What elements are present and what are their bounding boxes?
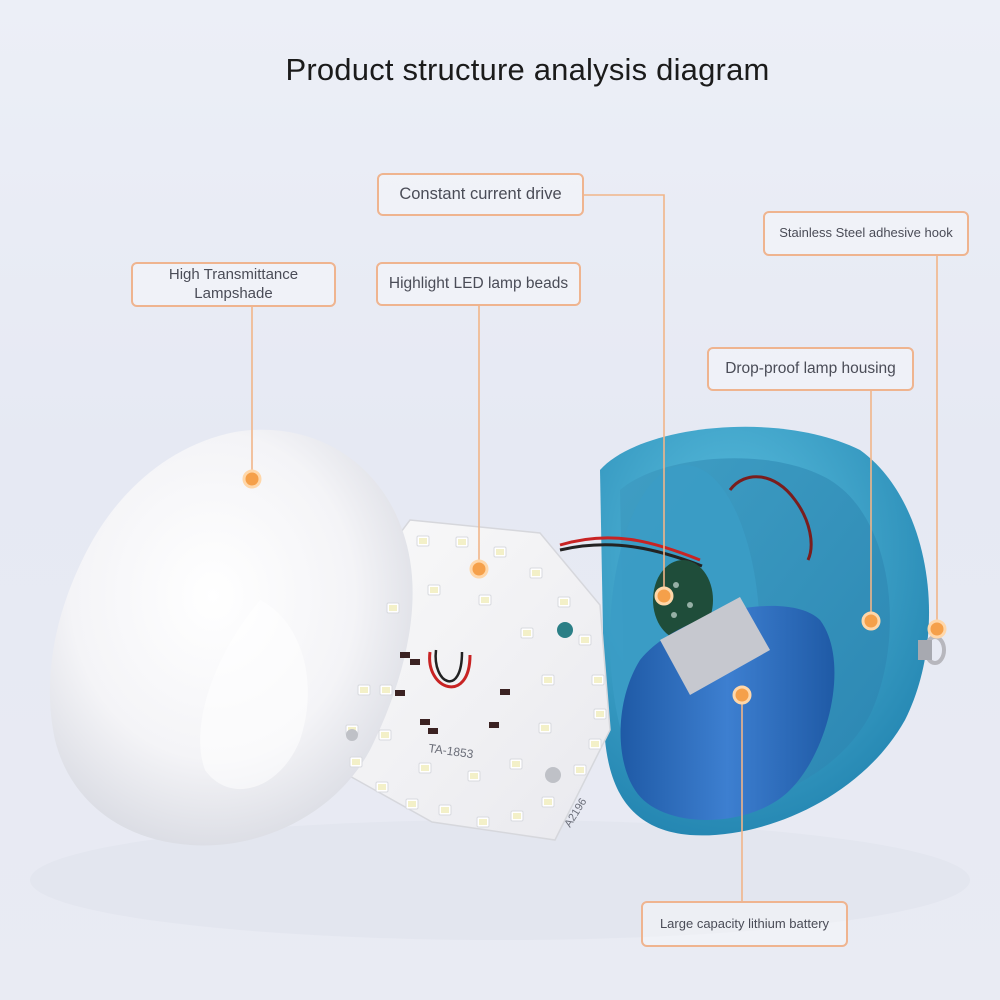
marker-housing bbox=[861, 611, 881, 631]
led-bead-core bbox=[382, 687, 390, 693]
board-hole bbox=[557, 622, 573, 638]
smd-resistor bbox=[400, 652, 410, 658]
led-bead-core bbox=[458, 539, 466, 545]
smd-resistor bbox=[420, 719, 430, 725]
smd-resistor bbox=[428, 728, 438, 734]
led-bead-core bbox=[389, 605, 397, 611]
steel-hook bbox=[918, 635, 946, 665]
led-bead-core bbox=[408, 801, 416, 807]
led-bead-core bbox=[479, 819, 487, 825]
callout-lithium-battery: Large capacity lithium battery bbox=[641, 901, 848, 947]
board-wire-black bbox=[434, 649, 464, 683]
callout-stainless-hook: Stainless Steel adhesive hook bbox=[763, 211, 969, 256]
led-bead-core bbox=[591, 741, 599, 747]
marker-beads bbox=[469, 559, 489, 579]
lithium-battery bbox=[620, 597, 835, 820]
callout-led-lamp-beads: Highlight LED lamp beads bbox=[376, 262, 581, 306]
led-bead-core bbox=[481, 597, 489, 603]
led-bead-core bbox=[360, 687, 368, 693]
led-bead-core bbox=[544, 799, 552, 805]
page-title: Product structure analysis diagram bbox=[285, 52, 770, 87]
led-bead-core bbox=[596, 711, 604, 717]
led-bead-core bbox=[541, 725, 549, 731]
led-bead-core bbox=[352, 759, 360, 765]
led-bead-core bbox=[441, 807, 449, 813]
led-bead-core bbox=[523, 630, 531, 636]
board-screw-hole bbox=[545, 767, 561, 783]
smd-resistor bbox=[395, 690, 405, 696]
led-bead-core bbox=[532, 570, 540, 576]
led-bead-core bbox=[594, 677, 602, 683]
led-bead-core bbox=[544, 677, 552, 683]
callout-constant-current-drive: Constant current drive bbox=[377, 173, 584, 216]
led-bead-core bbox=[378, 784, 386, 790]
board-model-label: TA-1853 bbox=[428, 741, 475, 761]
led-bead-core bbox=[581, 637, 589, 643]
led-bead-core bbox=[430, 587, 438, 593]
led-bead-core bbox=[381, 732, 389, 738]
leader-drive bbox=[584, 194, 665, 593]
smd-resistor bbox=[500, 689, 510, 695]
led-bead-core bbox=[512, 761, 520, 767]
lampshade bbox=[49, 429, 413, 846]
callout-lampshade: High Transmittance Lampshade bbox=[131, 262, 336, 307]
marker-lampshade bbox=[242, 469, 262, 489]
smd-resistor bbox=[489, 722, 499, 728]
led-bead-core bbox=[513, 813, 521, 819]
led-bead-core bbox=[419, 538, 427, 544]
board-wire-red bbox=[428, 651, 472, 689]
marker-drive bbox=[654, 586, 674, 606]
led-bead-core bbox=[496, 549, 504, 555]
callout-lamp-housing: Drop-proof lamp housing bbox=[707, 347, 914, 391]
board-screw-hole bbox=[346, 729, 358, 741]
marker-hook bbox=[927, 619, 947, 639]
led-bead-core bbox=[576, 767, 584, 773]
led-bead-core bbox=[560, 599, 568, 605]
smd-resistor bbox=[410, 659, 420, 665]
led-bead-core bbox=[470, 773, 478, 779]
led-bead-core bbox=[421, 765, 429, 771]
marker-battery bbox=[732, 685, 752, 705]
